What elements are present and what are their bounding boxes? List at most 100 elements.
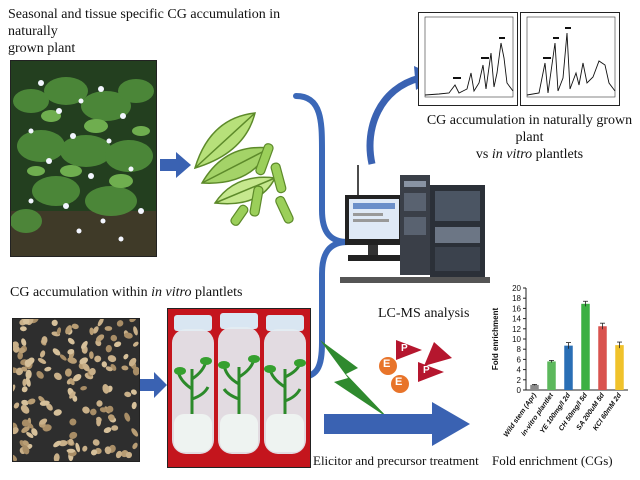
seed [80,386,87,391]
seed [53,453,60,461]
seed [121,365,129,371]
seed [67,357,77,364]
chart-bar [615,345,624,390]
seed [26,357,35,365]
seed [20,405,30,414]
seed [82,406,90,414]
seed [66,448,76,453]
seed [102,384,110,394]
chart-y-tick-label: 20 [512,284,521,293]
chart-y-tick-label: 0 [517,386,522,395]
seed [71,323,79,330]
chart-y-tick-label: 6 [517,355,522,364]
comparison-caption: CG accumulation in naturally grown plant… [422,112,637,163]
seed [123,353,129,360]
seed [79,357,88,365]
seed [17,351,24,360]
seed [94,355,102,363]
culture-tubes-image [168,309,310,467]
seed [13,454,17,461]
seed [13,402,20,409]
seed [68,438,74,446]
seed [15,367,24,376]
seed [26,431,34,439]
chart-y-tick-label: 2 [517,376,522,385]
seed [89,351,94,359]
seed [53,409,62,416]
seed [36,371,44,379]
chart-bar [598,326,607,390]
seed [21,338,27,347]
seed [44,366,52,372]
seed [99,407,107,413]
seed [107,414,115,421]
seed [81,340,88,350]
chart-y-tick-label: 10 [512,335,521,344]
seed [25,369,32,380]
seed [52,348,61,356]
seed [39,400,50,406]
seed [67,337,75,345]
seed [115,450,122,459]
comparison-caption-line1: CG accumulation in naturally grown plant [426,113,633,145]
seed [22,445,30,455]
arrow-plant-to-leaves [160,152,191,178]
seed [105,366,113,372]
seed [69,431,78,439]
seed [22,440,29,446]
chromatogram-right [520,12,620,106]
seed [110,334,118,342]
seed [105,345,112,353]
seed [106,405,114,413]
seed [13,427,19,435]
seed [69,418,77,426]
lcms-instrument [340,165,490,283]
seed [21,386,28,393]
seed [75,442,81,453]
lcms-label: LC-MS analysis [378,306,470,321]
chart-y-tick-label: 18 [512,294,521,303]
seed [90,449,98,456]
seed [103,427,112,434]
chart-y-tick-label: 12 [512,325,521,334]
seed [21,399,29,406]
seed [96,416,102,427]
seed [72,395,78,402]
seasonal-title: Seasonal and tissue specific CG accumula… [8,6,308,57]
seasonal-title-line1: Seasonal and tissue specific CG accumula… [8,7,281,39]
invitro-culture-photo [167,308,311,468]
seed [132,442,138,450]
seed [124,391,132,398]
seed [114,341,122,348]
bubble-e1: E [383,358,391,370]
seed [95,334,105,342]
chart-y-tick-label: 8 [517,345,522,354]
elicitor-precursor-symbols: E E P P [374,340,454,410]
elicitor-lightning-bolt [320,340,388,418]
bubble-e2: E [395,376,403,388]
seed [89,327,94,336]
seed [51,319,58,327]
seed [65,325,72,335]
seed [41,336,48,345]
seed [46,403,53,411]
seed [104,446,112,455]
chart-bar [547,361,556,390]
seed [21,426,30,433]
seed [107,355,117,363]
natural-plant-photo [10,60,157,257]
seed [132,341,139,347]
seed [73,373,82,382]
chart-y-tick-label: 4 [517,366,522,375]
seed [69,391,76,399]
seed [92,439,100,446]
seeds-photo [12,318,140,462]
seed [96,400,103,407]
seed [124,332,133,339]
seed [129,319,137,323]
seed [27,422,34,429]
natural-plant-image [11,61,156,256]
seed [101,361,108,368]
seed [25,377,31,387]
seed [39,418,48,425]
